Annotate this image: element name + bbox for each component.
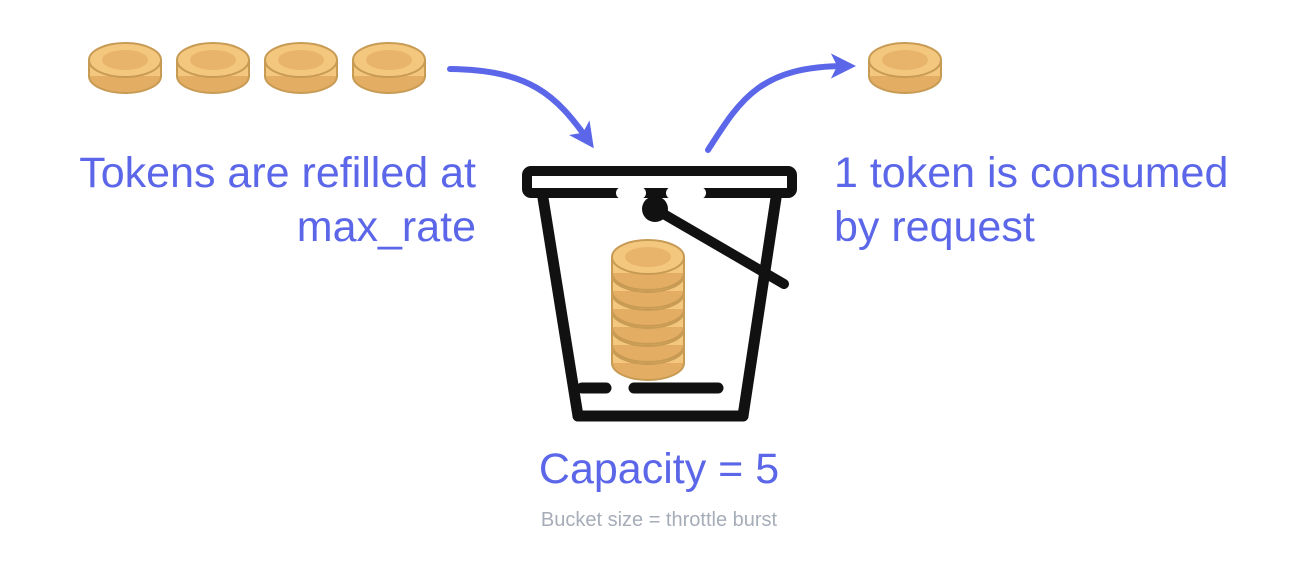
refill-label: Tokens are refilled at max_rate bbox=[79, 146, 476, 254]
incoming-tokens bbox=[88, 42, 426, 94]
refill-arrow bbox=[447, 66, 594, 149]
consume-label-line2: by request bbox=[834, 203, 1035, 251]
coin-icon bbox=[176, 42, 250, 94]
bucket-icon bbox=[522, 166, 797, 422]
consume-arrow bbox=[705, 53, 857, 153]
coin-stack-icon bbox=[611, 239, 685, 381]
capacity-label: Capacity = 5 bbox=[538, 445, 780, 493]
outgoing-coin-icon bbox=[868, 42, 942, 94]
coin-icon bbox=[352, 42, 426, 94]
refill-label-line1: Tokens are refilled at bbox=[79, 149, 476, 197]
coin-icon bbox=[88, 42, 162, 94]
consume-label-line1: 1 token is consumed bbox=[834, 149, 1229, 197]
refill-label-line2: max_rate bbox=[296, 203, 476, 251]
coin-icon bbox=[264, 42, 338, 94]
bucket-size-caption: Bucket size = throttle burst bbox=[540, 509, 778, 531]
consume-label: 1 token is consumed by request bbox=[834, 146, 1228, 254]
